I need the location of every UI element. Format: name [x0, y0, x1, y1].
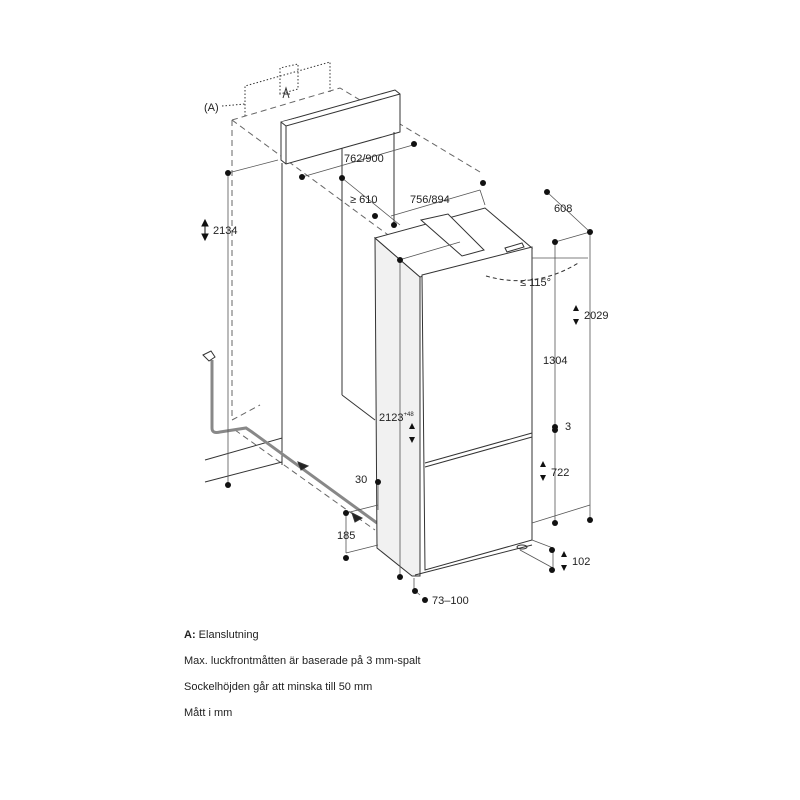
- appliance-depth-label: 608: [554, 203, 572, 215]
- plinth-depth-label: 185: [337, 530, 355, 542]
- niche-height-label: 2134: [213, 225, 237, 237]
- lower-door-label: 722: [551, 467, 569, 479]
- appliance-side: [374, 236, 421, 577]
- appliance-height-label: 2029: [584, 310, 608, 322]
- water-hose: [210, 360, 378, 525]
- water-valve-icon: [202, 350, 216, 362]
- door-angle-label: ≤ 115°: [520, 277, 551, 289]
- niche-walls: [281, 132, 395, 440]
- plinth-height-label: 102: [572, 556, 590, 568]
- appliance-front: [421, 246, 533, 571]
- note-door-gap: Max. luckfrontmåtten är baserade på 3 mm…: [184, 655, 421, 667]
- socket-icon: [282, 86, 290, 99]
- upper-door-label: 1304: [543, 355, 567, 367]
- floor-plinth: [204, 437, 283, 483]
- note-electrical: A: Elanslutning: [184, 629, 259, 641]
- upper-cabinet: [280, 89, 401, 165]
- flow-arrow-icon: [297, 461, 364, 523]
- niche-depth-label: ≥ 610: [350, 194, 377, 206]
- top-hinge: [504, 242, 525, 253]
- front-offset-label: 73–100: [432, 595, 469, 607]
- niche-width-label: 762/900: [344, 153, 384, 165]
- appliance-foot: [516, 544, 528, 550]
- notes: A: Elanslutning Max. luckfrontmåtten är …: [184, 622, 421, 726]
- plinth-line: [414, 544, 533, 576]
- dimension-lines: [227, 144, 591, 596]
- connection-marker-label: (A): [204, 102, 219, 114]
- top-vent: [419, 213, 485, 257]
- door-divider: [424, 432, 533, 468]
- dimension-dots: [225, 141, 593, 603]
- note-plinth: Sockelhöjden går att minska till 50 mm: [184, 681, 373, 693]
- height-range-label: 2123+48: [379, 412, 414, 424]
- note-units: Mått i mm: [184, 707, 233, 719]
- updown-arrow-icons: [201, 218, 579, 571]
- electrical-connection-outline: [221, 61, 331, 116]
- plinth-offset-label: 30: [355, 474, 367, 486]
- door-gap-label: 3: [565, 421, 571, 433]
- appliance-width-label: 756/894: [410, 194, 450, 206]
- door-swing-arc: [485, 261, 581, 282]
